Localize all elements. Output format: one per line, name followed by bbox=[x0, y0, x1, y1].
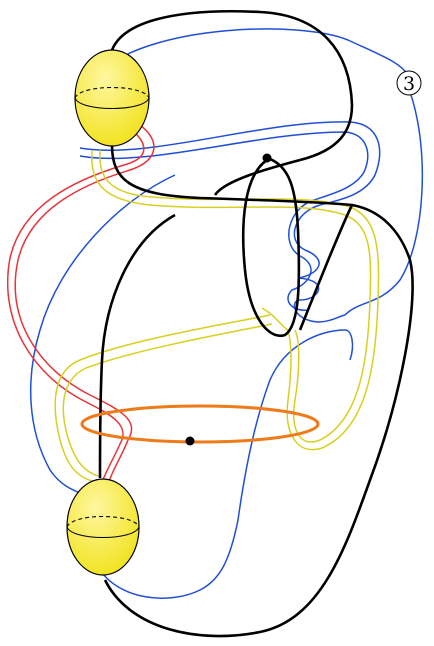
blue-strand-twist-2 bbox=[287, 199, 315, 311]
black-strand-inner-loop bbox=[241, 156, 301, 338]
framing-label: 3 bbox=[396, 70, 422, 96]
orange-circle-group bbox=[80, 404, 320, 446]
blue-strand-curl bbox=[293, 277, 346, 323]
black-strand-upper-ball-exit bbox=[103, 144, 414, 638]
red-band-inner bbox=[6, 129, 145, 489]
yellow-band-mid-inner bbox=[62, 323, 273, 477]
blue-strand-bottom-arc bbox=[99, 329, 346, 599]
upper-ball bbox=[74, 49, 150, 147]
blue-strands bbox=[29, 28, 424, 599]
lower-ball-equator-back bbox=[66, 515, 140, 528]
yellow-band-cross bbox=[261, 307, 291, 333]
blue-strand-upper-band-outer bbox=[79, 121, 381, 206]
blue-strand-twist-1 bbox=[293, 204, 321, 279]
orange-circle bbox=[80, 404, 320, 444]
blue-strand-right-lower bbox=[344, 329, 354, 361]
inner-loop-basepoint bbox=[262, 153, 272, 163]
black-strand-left-descend bbox=[98, 213, 176, 479]
blue-strand-top-arc bbox=[99, 28, 409, 76]
red-band bbox=[6, 124, 155, 489]
lower-ball-equator-front bbox=[66, 526, 140, 539]
black-strand-inner-arc bbox=[213, 158, 301, 196]
black-strands bbox=[98, 9, 414, 638]
blue-strand-right-long bbox=[344, 91, 424, 316]
blue-strand-left-long bbox=[29, 174, 176, 496]
framing-label-text: 3 bbox=[403, 73, 415, 95]
black-strand-right-descend bbox=[298, 204, 354, 331]
black-strand-top-loop bbox=[108, 9, 354, 162]
framing-label-circle bbox=[396, 70, 422, 96]
lower-ball bbox=[66, 478, 140, 576]
upper-ball-equator-front bbox=[74, 97, 150, 110]
red-band-outer bbox=[14, 124, 155, 486]
yellow-band-top-inner bbox=[99, 149, 380, 451]
orange-circle-basepoint bbox=[185, 436, 195, 446]
lower-ball-body bbox=[66, 478, 140, 576]
upper-ball-body bbox=[74, 49, 150, 147]
yellow-band-mid-outer bbox=[54, 314, 271, 483]
